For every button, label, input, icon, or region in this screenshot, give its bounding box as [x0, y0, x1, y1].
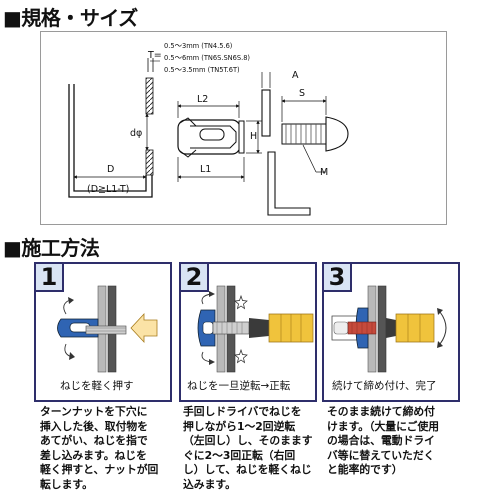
- step-2-description-line: 込みます。: [183, 477, 236, 491]
- step-2-panel: 2 ねじを一旦逆転→正転: [179, 262, 317, 402]
- step-1-description: ターンナットを下穴に 挿入した後、取付物を あてがい、ねじを指で 差し込みます。…: [40, 405, 158, 493]
- screw: [281, 116, 349, 152]
- step-2-description-line: 押しながら1～2回逆転: [183, 419, 296, 433]
- step-2-number: 2: [181, 264, 209, 292]
- dimension-label-l1: L1: [200, 164, 212, 175]
- thickness-range-3: 0.5～3.5mm (TN5T.6T): [164, 65, 240, 74]
- attachment-plate: [261, 89, 271, 137]
- dimension-condition: (D≧L1-T): [87, 184, 130, 195]
- step-3-description-line: バ等に替えていただく: [327, 448, 435, 462]
- step-1-caption: ねじを軽く押す: [60, 380, 134, 392]
- dimension-label-s: S: [299, 88, 306, 99]
- hollow-wall: [68, 84, 153, 198]
- dimension-label-d: D: [107, 164, 115, 175]
- dimension-label-l2: L2: [197, 94, 209, 105]
- step-3-description-line: けます。（大量にご使用: [327, 419, 440, 433]
- step-2-caption: ねじを一旦逆転→正転: [187, 380, 291, 392]
- thickness-range-2: 0.5～6mm (TN6S.SN6S.8): [164, 53, 251, 62]
- step-1-description-line: あてがい、ねじを指で: [40, 434, 148, 448]
- step-1-description-line: 軽く押すと、ナットが回: [40, 463, 159, 477]
- step-3-description: そのまま続けて締め付 けます。（大量にご使用 の場合は、電動ドライ バ等に替えて…: [327, 405, 439, 478]
- step-3-description-line: の場合は、電動ドライ: [327, 434, 435, 448]
- step-3-description-line: そのまま続けて締め付: [327, 405, 435, 418]
- step-1-panel: 1 ねじを軽く押す: [34, 262, 172, 402]
- step-3-caption: 続けて締め付け、完了: [332, 380, 437, 392]
- method-section-heading: ■施工方法: [3, 236, 100, 260]
- step-1-number: 1: [36, 264, 64, 292]
- step-1-description-line: 挿入した後、取付物を: [40, 419, 148, 433]
- step-3-illustration: [331, 285, 447, 373]
- step-1-description-line: 差し込みます。ねじを: [40, 448, 147, 462]
- wall-upper: [145, 77, 154, 115]
- spec-section-heading: ■規格・サイズ: [3, 6, 138, 30]
- step-3-panel: 3 続けて締め付け、完了: [322, 262, 460, 402]
- step-2-description: 手回しドライバでねじを 押しながら1～2回逆転 （左回し）し、そのまます ぐに2…: [183, 405, 313, 493]
- dimension-label-h: H: [250, 131, 258, 142]
- mounting-bracket: [267, 151, 311, 216]
- dimension-label-dphi: dφ: [130, 128, 143, 139]
- dimension-label-m: M: [320, 167, 329, 178]
- step-1-illustration: [57, 285, 158, 373]
- turn-nut: [177, 117, 245, 158]
- step-2-description-line: （左回し）し、そのまます: [183, 434, 313, 448]
- step-3-description-line: と能率的です）: [327, 463, 403, 477]
- step-1-description-line: ターンナットを下穴に: [40, 405, 148, 418]
- step-2-description-line: し）して、ねじを軽くねじ: [183, 463, 312, 477]
- dimension-label-a: A: [292, 70, 299, 81]
- step-2-illustration: [197, 285, 314, 373]
- wall-lower: [145, 149, 154, 176]
- thickness-range-1: 0.5～3mm (TN4.5.6): [164, 41, 233, 50]
- step-1-description-line: 転します。: [40, 477, 93, 491]
- thickness-symbol-label: T=: [148, 50, 162, 61]
- step-2-description-line: ぐに2～3回正転（右回: [183, 448, 296, 462]
- step-3-number: 3: [324, 264, 352, 292]
- step-2-description-line: 手回しドライバでねじを: [183, 405, 302, 418]
